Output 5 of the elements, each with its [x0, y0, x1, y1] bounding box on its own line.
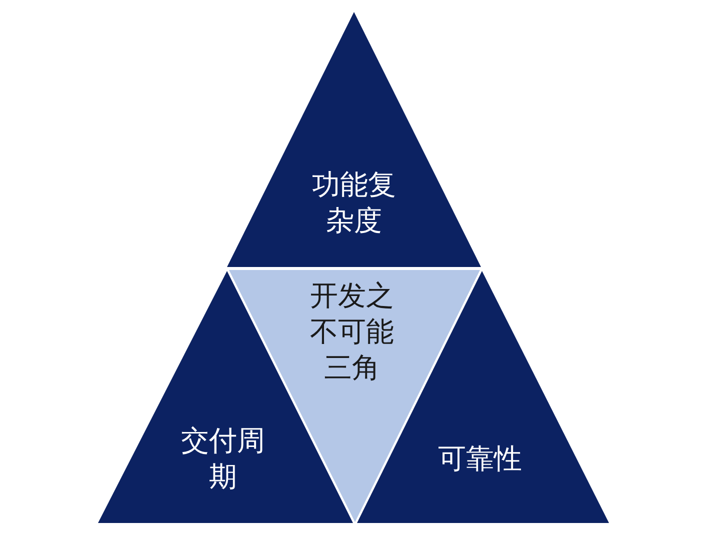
- label-text: 可靠性: [437, 441, 523, 477]
- label-text: 交付周期: [180, 423, 266, 495]
- triangle: [227, 12, 481, 267]
- label-text: 功能复杂度: [311, 167, 397, 239]
- label-text: 开发之不可能三角: [309, 278, 395, 386]
